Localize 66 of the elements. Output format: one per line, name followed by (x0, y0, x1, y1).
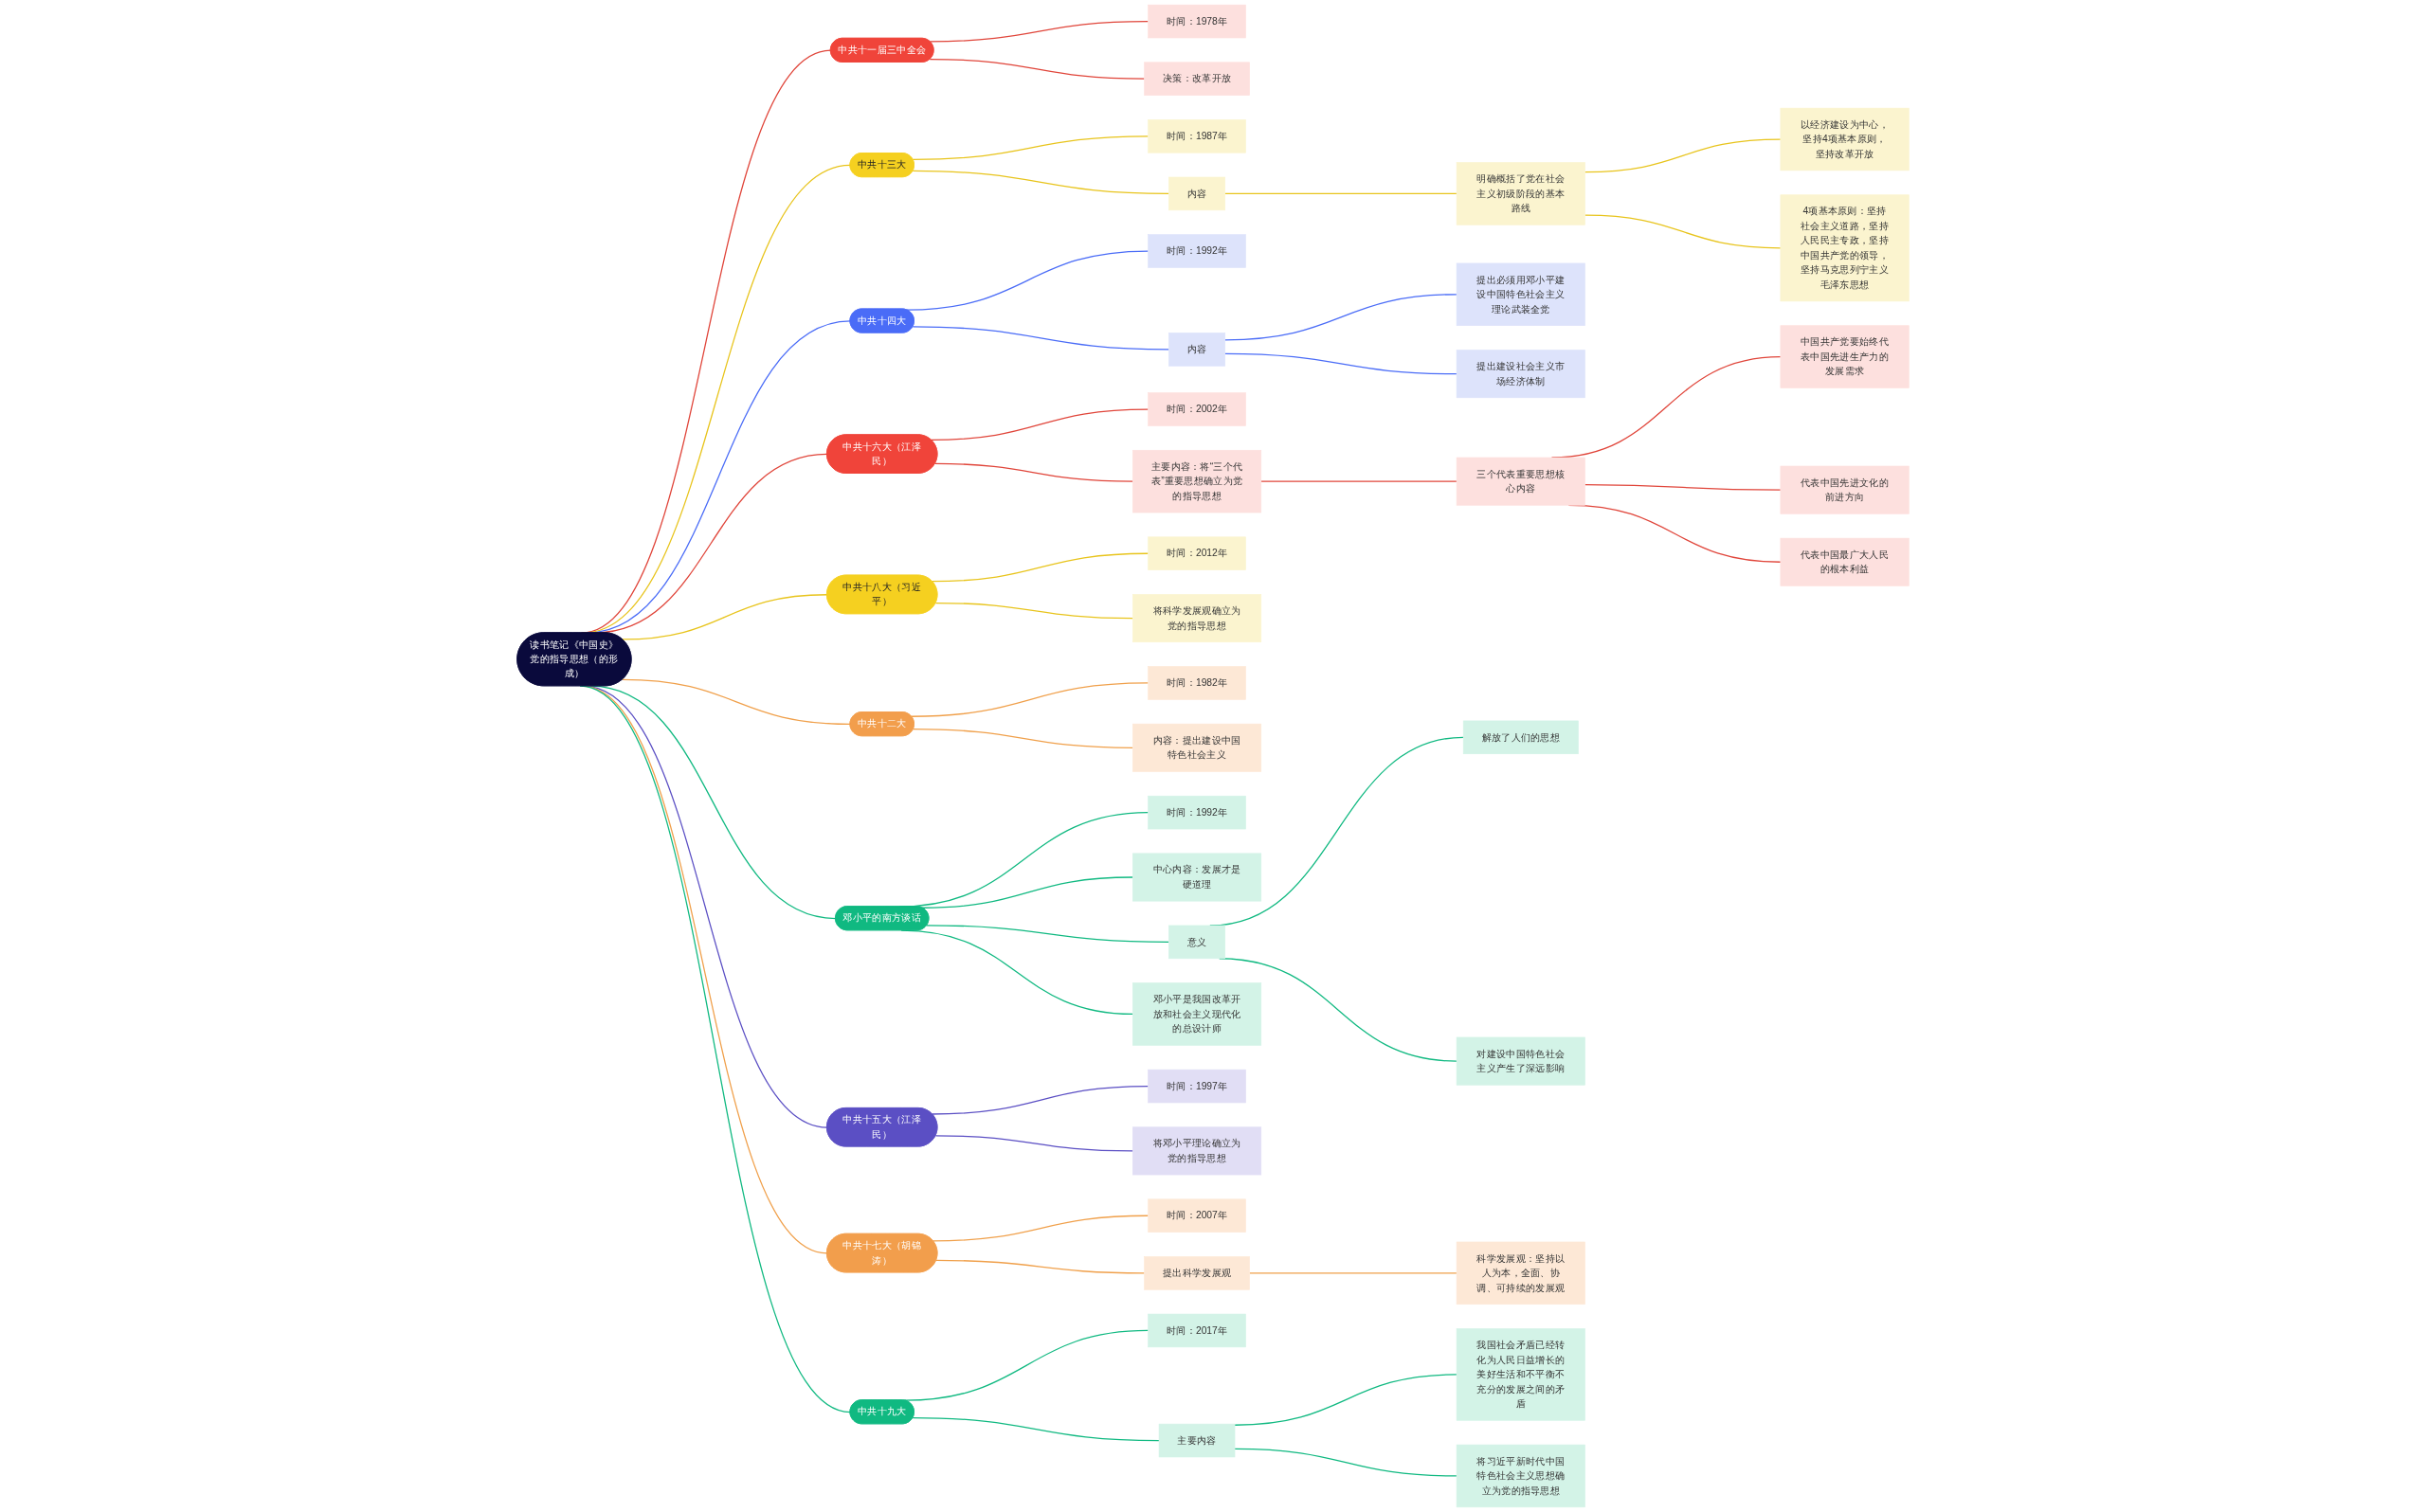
connector (912, 135, 1150, 161)
node-box: 对建设中国特色社会主义产生了深远影响 (1456, 1036, 1585, 1086)
node-box: 将习近平新时代中国特色社会主义思想确立为党的指导思想 (1456, 1444, 1585, 1508)
node-box: 时间：1997年 (1148, 1069, 1246, 1104)
connector (934, 1135, 1133, 1152)
connector (1224, 192, 1457, 195)
connector (1234, 1374, 1457, 1426)
node-box: 意义 (1168, 925, 1226, 960)
node-box: 科学发展观：坚持以人为本，全面、协调、可持续的发展观 (1456, 1241, 1585, 1305)
connector (906, 250, 1150, 311)
node-box: 时间：1987年 (1148, 119, 1246, 153)
node-box: 将科学发展观确立为党的指导思想 (1132, 594, 1262, 643)
node-box: 时间：2007年 (1148, 1198, 1246, 1233)
node-box: 提出必须用邓小平建设中国特色社会主义理论武装全党 (1456, 262, 1585, 326)
connector (1584, 138, 1782, 173)
node-box: 中国共产党要始终代表中国先进生产力的发展需求 (1780, 325, 1910, 388)
connector (932, 552, 1150, 583)
node-box: 内容 (1168, 176, 1226, 211)
node-box: 代表中国先进文化的前进方向 (1780, 465, 1910, 514)
connector (1584, 484, 1782, 491)
connector (1234, 1448, 1457, 1477)
connector (926, 925, 1170, 943)
connector (934, 602, 1133, 620)
node-box: 时间：2017年 (1148, 1313, 1246, 1348)
node-box: 提出科学发展观 (1144, 1256, 1250, 1290)
connector (1224, 352, 1457, 375)
connector (929, 58, 1146, 80)
connector (622, 594, 828, 640)
connector (921, 876, 1133, 909)
connector (935, 1259, 1146, 1274)
connector (929, 20, 1150, 43)
connector (912, 170, 1170, 195)
connector (934, 462, 1133, 482)
node-box: 时间：1982年 (1148, 666, 1246, 700)
connector (1584, 214, 1782, 249)
connector (1224, 294, 1457, 341)
node-box: 时间：1978年 (1148, 4, 1246, 39)
node-box: 时间：2012年 (1148, 536, 1246, 570)
node-box: 主要内容：将“三个代表”重要思想确立为党的指导思想 (1132, 449, 1262, 513)
connector (911, 682, 1150, 717)
node-box: 以经济建设为中心，坚持4项基本原则，坚持改革开放 (1780, 107, 1910, 171)
node-box: 明确概括了党在社会主义初级阶段的基本路线 (1456, 162, 1585, 225)
node-box: 提出建设社会主义市场经济体制 (1456, 350, 1585, 399)
connector (931, 408, 1150, 441)
node-box: 解放了人们的思想 (1462, 720, 1579, 755)
node-box: 将邓小平理论确立为党的指导思想 (1132, 1126, 1262, 1176)
connector (1248, 1272, 1457, 1274)
connector (932, 1085, 1150, 1115)
node-box: 我国社会矛盾已经转化为人民日益增长的美好生活和不平衡不充分的发展之间的矛盾 (1456, 1328, 1585, 1421)
node-box: 时间：2002年 (1148, 392, 1246, 426)
node-box: 时间：1992年 (1148, 234, 1246, 268)
node-box: 4项基本原则：坚持社会主义道路，坚持人民民主专政，坚持中国共产党的领导，坚持马克思列宁主义毛泽东思想 (1780, 194, 1910, 302)
node-box: 三个代表重要思想核心内容 (1456, 457, 1585, 506)
node-box: 主要内容 (1158, 1423, 1236, 1458)
node-box: 邓小平是我国改革开放和社会主义现代化的总设计师 (1132, 982, 1262, 1046)
connector (1260, 480, 1457, 482)
node-box: 决策：改革开放 (1144, 62, 1250, 96)
connector (913, 728, 1133, 748)
node-box: 内容：提出建设中国特色社会主义 (1132, 723, 1262, 772)
node-box: 代表中国最广大人民的根本利益 (1780, 537, 1910, 586)
node-box: 内容 (1168, 333, 1226, 367)
node-box: 中心内容：发展才是硬道理 (1132, 853, 1262, 902)
node-box: 时间：1992年 (1148, 795, 1246, 830)
connector (912, 1416, 1160, 1442)
connector (622, 678, 851, 726)
connector (912, 326, 1170, 351)
